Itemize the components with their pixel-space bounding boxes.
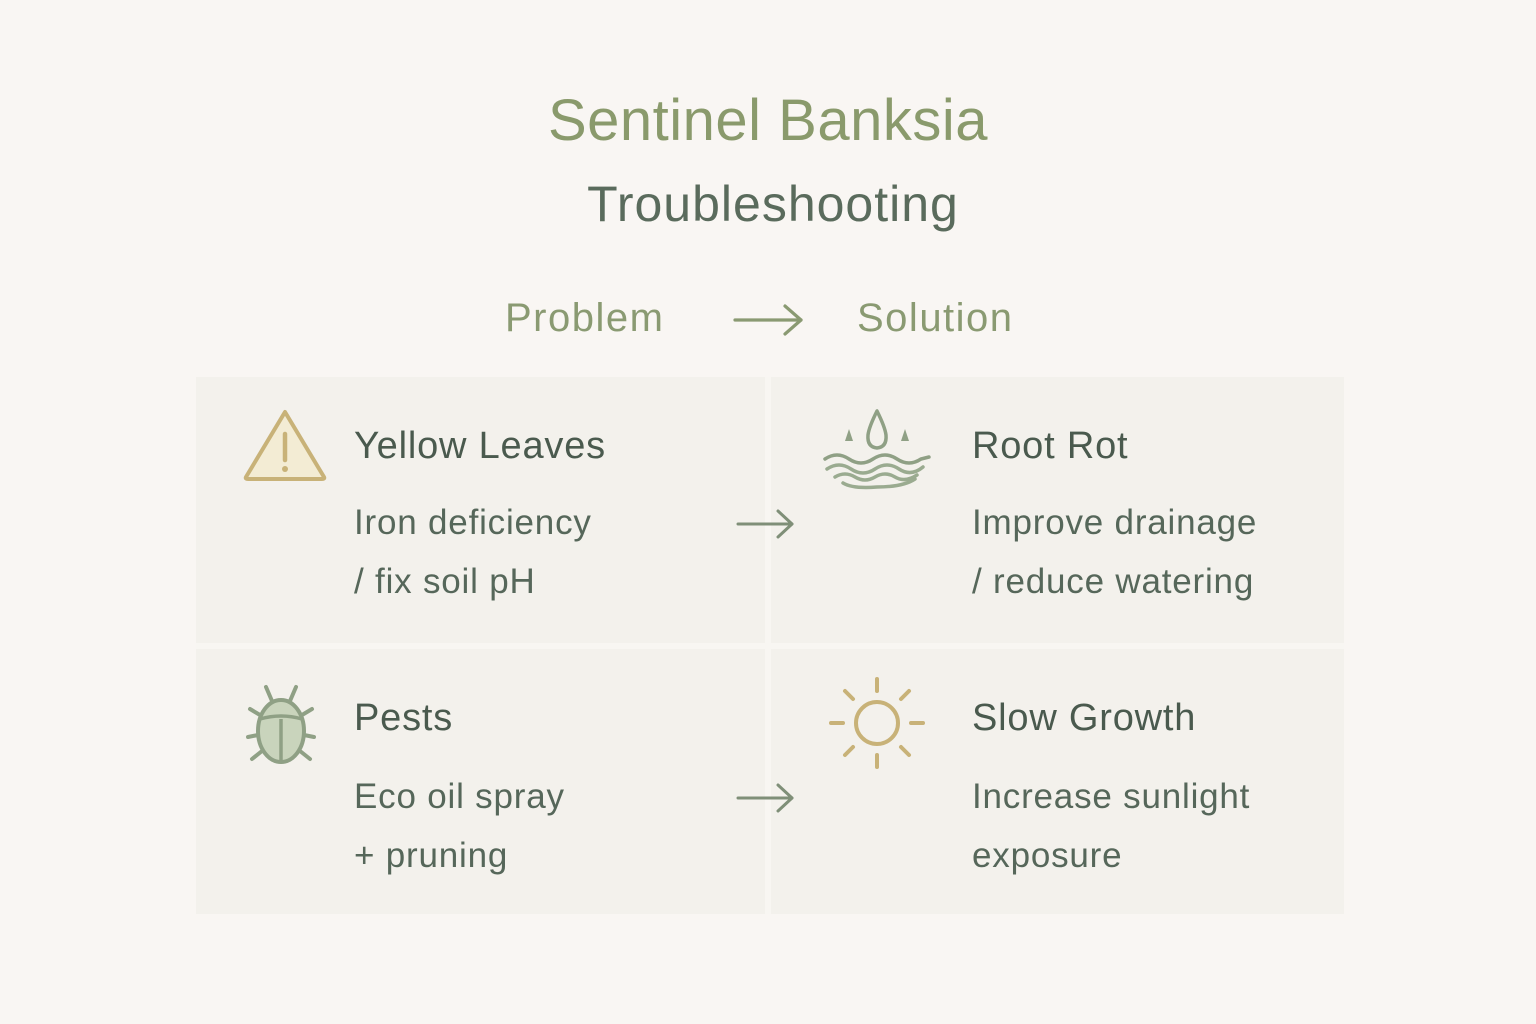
problem-detail-line-1: Eco oil spray xyxy=(354,777,565,816)
problem-detail-line-2: + pruning xyxy=(354,836,509,875)
problem-cell-pests: Pests Eco oil spray + pruning xyxy=(196,649,794,914)
solution-cell-root-rot: Root Rot Improve drainage / reduce water… xyxy=(771,377,1344,643)
column-header-row: Problem Solution xyxy=(0,292,1536,344)
arrow-right-icon xyxy=(736,509,794,539)
solution-detail-line-2: exposure xyxy=(972,836,1123,875)
solution-cell-slow-growth: Slow Growth Increase sunlight exposure xyxy=(771,649,1344,914)
page-title: Sentinel Banksia xyxy=(547,88,989,153)
problem-detail-line-1: Iron deficiency xyxy=(354,503,592,542)
arrow-right-icon xyxy=(736,783,794,813)
solution-title: Root Rot xyxy=(972,425,1129,467)
problem-detail-line-2: / fix soil pH xyxy=(354,562,536,601)
solution-detail-line-1: Improve drainage xyxy=(972,503,1258,542)
problem-column-label: Problem xyxy=(505,296,665,340)
bug-icon xyxy=(246,685,316,764)
troubleshooting-grid: Yellow Leaves Iron deficiency / fix soil… xyxy=(196,377,1344,914)
page-subtitle: Troubleshooting xyxy=(587,176,959,232)
sun-icon xyxy=(829,677,925,769)
solution-column-label: Solution xyxy=(857,296,1014,340)
problem-title: Pests xyxy=(354,697,454,739)
problem-title: Yellow Leaves xyxy=(354,425,606,467)
arrow-right-icon xyxy=(733,304,803,336)
solution-detail-line-2: / reduce watering xyxy=(972,562,1255,601)
problem-cell-yellow-leaves: Yellow Leaves Iron deficiency / fix soil… xyxy=(196,377,794,643)
solution-detail-line-1: Increase sunlight xyxy=(972,777,1251,816)
warning-triangle-icon xyxy=(243,410,327,481)
row-divider xyxy=(196,643,1344,649)
solution-title: Slow Growth xyxy=(972,697,1197,739)
water-drop-waves-icon xyxy=(823,409,931,490)
